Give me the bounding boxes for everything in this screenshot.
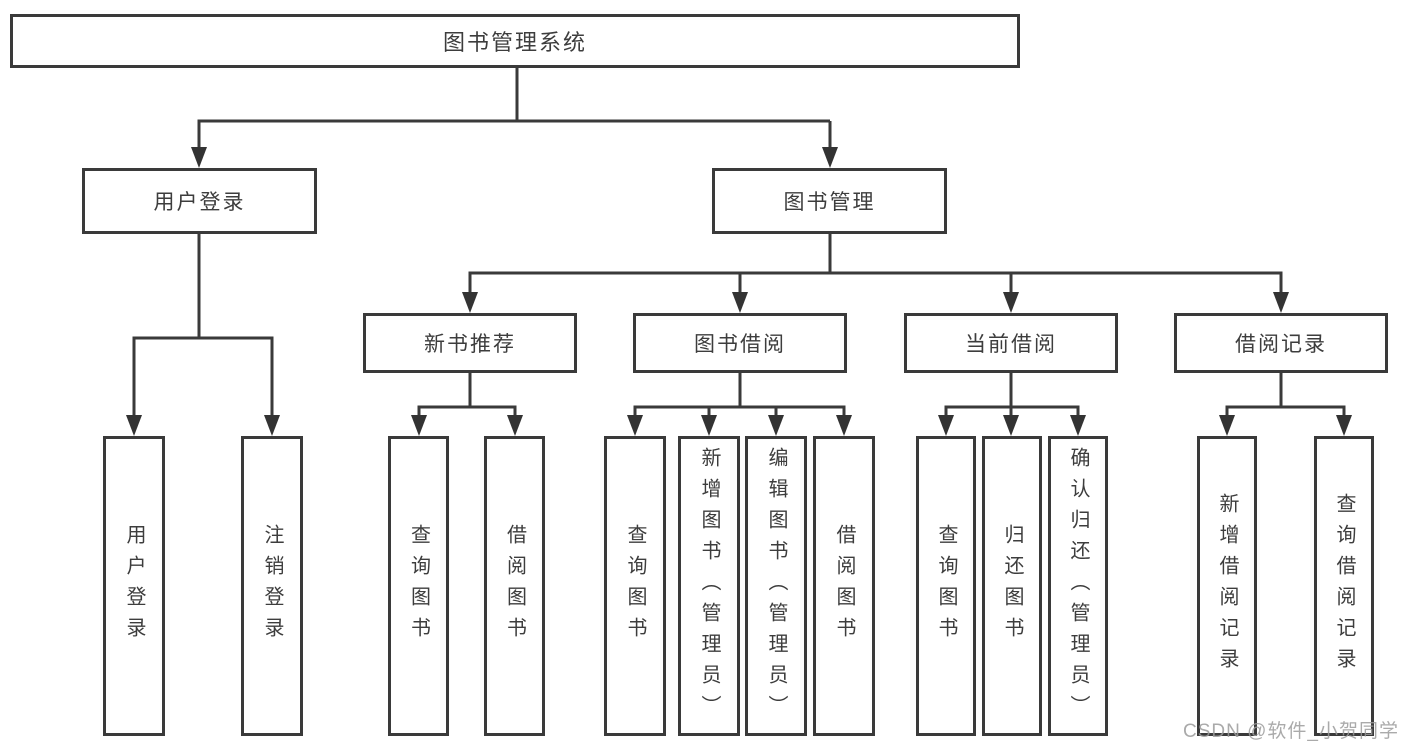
node-current-borrowing: 当前借阅 — [904, 313, 1118, 373]
leaf-label: 注销登录 — [261, 524, 283, 648]
leaf-user-login: 用户登录 — [103, 436, 165, 736]
csdn-watermark: CSDN @软件_小贺同学 — [1183, 721, 1399, 742]
leaf-label: 查询图书 — [624, 524, 646, 648]
leaf-label: 查询图书 — [935, 524, 957, 648]
leaf-confirm-return-admin: 确认归还（管理员） — [1048, 436, 1108, 736]
leaf-label: 归还图书 — [1001, 524, 1023, 648]
leaf-label: 新增借阅记录 — [1216, 493, 1238, 679]
leaf-label: 用户登录 — [123, 524, 145, 648]
leaf-query-books-current: 查询图书 — [916, 436, 976, 736]
leaf-edit-books-admin: 编辑图书（管理员） — [745, 436, 807, 736]
node-label: 图书管理系统 — [442, 30, 587, 55]
node-book-management: 图书管理 — [712, 168, 947, 234]
leaf-add-books-admin: 新增图书（管理员） — [678, 436, 740, 736]
node-label: 图书管理 — [783, 191, 876, 214]
leaf-label: 确认归还（管理员） — [1067, 446, 1089, 726]
leaf-query-books-recommend: 查询图书 — [388, 436, 449, 736]
node-user-login: 用户登录 — [82, 168, 317, 234]
leaf-borrow-books-recommend: 借阅图书 — [484, 436, 545, 736]
node-label: 用户登录 — [153, 191, 246, 214]
leaf-label: 查询图书 — [407, 524, 430, 648]
node-label: 借阅记录 — [1235, 333, 1327, 356]
leaf-return-books: 归还图书 — [982, 436, 1042, 736]
leaf-query-books-borrowing: 查询图书 — [604, 436, 666, 736]
node-label: 当前借阅 — [965, 333, 1057, 356]
leaf-label: 借阅图书 — [833, 524, 855, 648]
leaf-label: 编辑图书（管理员） — [765, 446, 787, 726]
leaf-label: 查询借阅记录 — [1333, 493, 1355, 679]
leaf-query-borrow-record: 查询借阅记录 — [1314, 436, 1374, 736]
node-library-management-system: 图书管理系统 — [10, 14, 1020, 68]
leaf-add-borrow-record: 新增借阅记录 — [1197, 436, 1257, 736]
leaf-logout: 注销登录 — [241, 436, 303, 736]
node-label: 图书借阅 — [694, 333, 786, 356]
leaf-borrow-books-borrowing: 借阅图书 — [813, 436, 875, 736]
node-label: 新书推荐 — [424, 333, 516, 356]
leaf-label: 新增图书（管理员） — [698, 446, 720, 726]
node-borrowing-records: 借阅记录 — [1174, 313, 1388, 373]
node-new-book-recommend: 新书推荐 — [363, 313, 577, 373]
node-book-borrowing: 图书借阅 — [633, 313, 847, 373]
leaf-label: 借阅图书 — [503, 524, 526, 648]
